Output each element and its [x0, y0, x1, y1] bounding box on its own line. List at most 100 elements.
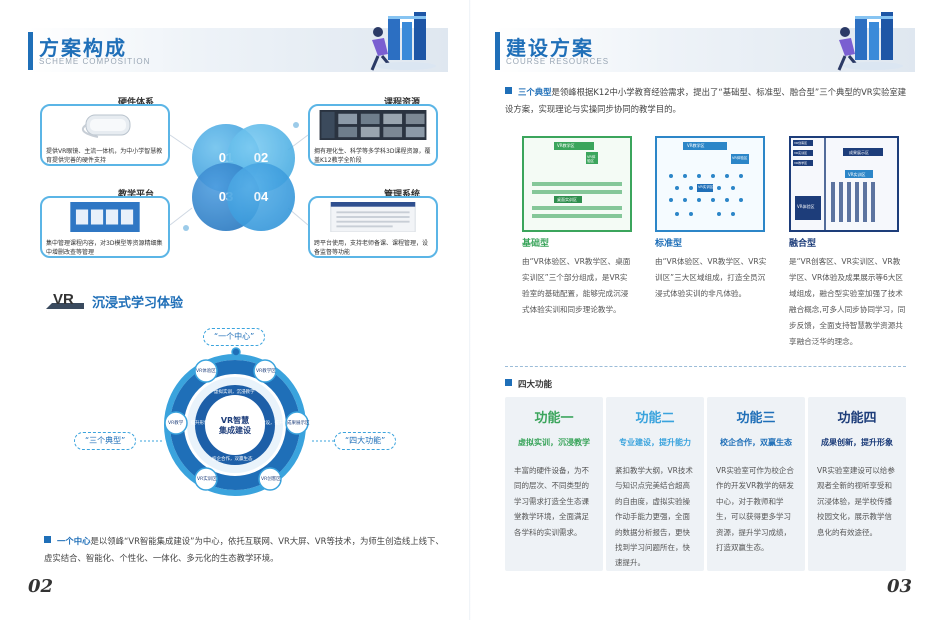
vr-illustration-icon: [370, 12, 436, 71]
function-2-desc: 紧扣教学大纲，VR技术与知识点完美结合超高的自由度，虚拟实验操作动手能力更强，全…: [615, 466, 693, 568]
plan-fusion-title: 融合型: [789, 239, 817, 249]
management-text: 跨平台使用，支持老师备课、课程管理，设备监督等功能: [314, 240, 429, 256]
section-header-scheme: 方案构成 SCHEME COMPOSITION: [28, 12, 448, 72]
plan-basic-floorplan: VR教学区 VR体验区 桌面实训区: [522, 136, 632, 232]
plan-fusion-floorplan: VR创客区 VR实训区 VR教学区 成果展示区 VR实训区 VR体验区: [789, 136, 899, 232]
management-screenshot-icon: [330, 201, 416, 233]
vr-illustration-icon: [837, 12, 903, 71]
hardware-label: 硬件体系: [118, 98, 155, 108]
three-typical-lead: 三个典型: [518, 87, 552, 97]
course-label: 课程资源: [384, 98, 421, 108]
vr-headset-icon: [82, 114, 131, 138]
node-teaching: VR教学: [168, 421, 184, 426]
pill-four-functions: “四大功能”: [334, 432, 397, 450]
three-typical-text: 是领峰根据K12中小学教育经验需求，提出了“基础型、标准型、融合型”三个典型的V…: [505, 87, 907, 114]
pill-three-typical: “三个典型”: [74, 432, 137, 450]
inner-ring-label-3: 校企合作，双赢生态: [212, 457, 253, 462]
fusion-label-training-b: VR实训区: [848, 172, 866, 177]
four-functions-title: 四大功能: [518, 380, 553, 390]
page-number-left: 02: [28, 576, 54, 597]
platform-text: 集中管理课程内容，对3D模型等资源精细集中增删改查等管理: [46, 240, 163, 256]
platform-label: 教学平台: [118, 190, 155, 200]
plan-standard-desc: 由“VR体验区、VR教学区、VR实训区”三大区域组成，打造全员沉浸式体验实训的非…: [655, 257, 767, 298]
header-accent-bar: [495, 32, 500, 70]
page-fold: [469, 0, 472, 620]
fusion-label-experience: VR体验区: [797, 204, 815, 209]
hardware-card: 提供VR眼镜、主流一体机，为中小学智慧教育提供完善的硬件支持: [40, 104, 170, 166]
plan-basic-desc: 由“VR体验区、VR教学区、桌面实训区”三个部分组成，是VR实验室的基础配置，能…: [522, 257, 631, 314]
vr-title-text: 沉浸式学习体验: [92, 296, 184, 311]
section-divider: [505, 366, 906, 367]
bullet-square-icon: [505, 379, 512, 386]
plan-standard-title: 标准型: [655, 239, 683, 249]
function-2-subtitle: 专业建设，提升能力: [619, 438, 691, 447]
page-title: 方案构成: [39, 36, 127, 60]
course-screenshot-icon: [319, 110, 427, 140]
basic-label-desktop: 桌面实训区: [557, 197, 577, 202]
plan-basic-title: 基础型: [522, 239, 550, 249]
vr-badge-text: VR: [53, 291, 74, 308]
inner-ring-label-4: 成果创新，提升形象: [168, 421, 209, 426]
management-label: 管理系统: [384, 190, 421, 200]
four-functions-heading: 四大功能: [505, 378, 552, 390]
function-card-4: 功能四 成果创新，提升形象 VR实验室建设可以给参观者全新的视听享受和沉浸体验，…: [808, 397, 906, 571]
function-1-title: 功能一: [534, 411, 574, 426]
fusion-label-teaching: VR教学区: [794, 161, 808, 165]
platform-screenshot-icon: [70, 202, 140, 232]
vr-badge-icon: [46, 303, 84, 309]
inner-ring-label-1: 虚拟实训，沉浸教学: [214, 390, 255, 395]
function-4-desc: VR实验室建设可以给参观者全新的视听享受和沉浸体验，是学校传播校园文化，展示教学…: [817, 466, 895, 537]
function-3-title: 功能三: [736, 411, 776, 426]
function-4-title: 功能四: [837, 411, 877, 426]
standard-label-teaching: VR教学区: [687, 143, 705, 148]
ring-center-line2: 集成建设: [219, 426, 251, 435]
left-page: 方案构成 SCHEME COMPOSITION 硬件体系 提供VR眼镜、主流一体…: [0, 0, 470, 620]
fusion-label-showcase: 成果展示区: [849, 150, 869, 155]
page-title: 建设方案: [506, 36, 594, 60]
page-number-right: 03: [887, 576, 913, 597]
basic-label-experience: VR体验区: [587, 155, 596, 163]
section-header-construction: 建设方案 COURSE RESOURCES: [495, 12, 915, 72]
one-center-text: 是以领峰“VR智能集成建设”为中心，依托互联网、VR大屏、VR等技术，为师生创造…: [44, 536, 444, 563]
function-card-2: 功能二 专业建设，提升能力 紧扣教学大纲，VR技术与知识点完美结合超高的自由度，…: [606, 397, 704, 571]
node-showcase: 成果展示区: [287, 421, 310, 426]
management-card: 跨平台使用，支持老师备课、课程管理，设备监督等功能: [308, 196, 438, 258]
ring-center-label: VR智慧 集成建设: [205, 416, 265, 436]
function-3-desc: VR实验室可作为校企合作的开发VR教学的研发中心，对于教师和学生，可以获得更多学…: [716, 466, 794, 553]
basic-floorplan-icon: [532, 142, 622, 218]
function-1-desc: 丰富的硬件设备，为不同的层次、不同类型的学习需求打造全生态课堂教学环境，全面满足…: [514, 466, 589, 537]
function-4-subtitle: 成果创新，提升形象: [821, 438, 893, 447]
bullet-square-icon: [44, 536, 51, 543]
plan-fusion-desc: 是“VR创客区、VR实训区、VR教学区、VR体验及成果展示等6大区域组成，融合型…: [789, 257, 906, 346]
function-2-title: 功能二: [635, 411, 675, 426]
function-1-subtitle: 虚拟实训，沉浸教学: [518, 438, 590, 447]
platform-card: 集中管理课程内容，对3D模型等资源精细集中增删改查等管理: [40, 196, 170, 258]
hardware-text: 提供VR眼镜、主流一体机，为中小学智慧教育提供完善的硬件支持: [46, 148, 163, 164]
node-experience: VR体验区: [196, 369, 216, 374]
plan-standard-floorplan: VR教学区 VR体验区 VR实训区: [655, 136, 765, 232]
fusion-label-training-a: VR实训区: [794, 151, 808, 155]
node-teaching-area: VR教学区: [256, 369, 276, 374]
basic-label-teaching: VR教学区: [557, 143, 575, 148]
course-text: 拥有理化生、科学等多学科3D课程资源，覆盖K12教学全阶段: [314, 148, 431, 164]
course-card: 拥有理化生、科学等多学科3D课程资源，覆盖K12教学全阶段: [308, 104, 438, 166]
inner-ring-label-2: 专业建设，提升能力: [252, 421, 293, 426]
ring-node-circles: [164, 347, 309, 491]
ring-center-line1: VR智慧: [220, 416, 250, 425]
three-typical-paragraph: 三个典型是领峰根据K12中小学教育经验需求，提出了“基础型、标准型、融合型”三个…: [505, 84, 909, 118]
pill-connectors: [140, 440, 334, 442]
pill-one-center: “一个中心”: [203, 328, 266, 346]
function-3-subtitle: 校企合作，双赢生态: [720, 438, 792, 447]
standard-label-training: VR实训区: [698, 185, 714, 189]
node-maker: VR创客区: [261, 477, 281, 482]
page-subtitle: COURSE RESOURCES: [506, 57, 610, 66]
one-center-paragraph: 一个中心是以领峰“VR智能集成建设”为中心，依托互联网、VR大屏、VR等技术，为…: [44, 533, 444, 567]
fusion-floorplan-icon: [793, 138, 883, 230]
header-accent-bar: [28, 32, 33, 70]
fusion-label-maker: VR创客区: [794, 141, 808, 145]
standard-floorplan-icon: [669, 142, 749, 216]
node-training: VR实训区: [197, 477, 217, 482]
function-card-1: 功能一 虚拟实训，沉浸教学 丰富的硬件设备，为不同的层次、不同类型的学习需求打造…: [505, 397, 603, 571]
function-card-3: 功能三 校企合作，双赢生态 VR实验室可作为校企合作的开发VR教学的研发中心，对…: [707, 397, 805, 571]
standard-label-experience: VR体验区: [732, 156, 748, 160]
